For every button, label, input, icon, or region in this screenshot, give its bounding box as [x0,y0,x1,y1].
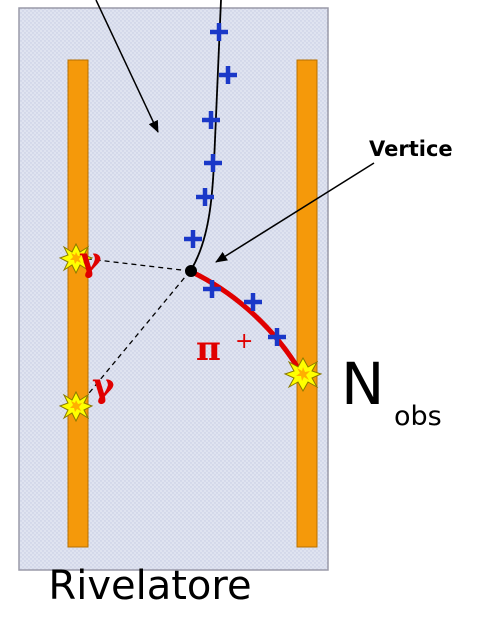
gamma-label-bottom: γ [92,369,114,403]
detector-layer-right [297,60,317,547]
flash-icon [285,358,321,391]
pion-charge-label: + [235,331,253,353]
nobs-label: N [341,355,384,413]
vertex-point [185,265,197,277]
flash-icon [60,392,92,421]
gamma-label-top: γ [79,243,101,277]
pion-label: π [196,332,221,366]
vertex-label: Vertice [369,139,453,160]
detector-box [19,8,328,570]
detector-layer-left [68,60,88,547]
nobs-subscript: obs [394,403,442,430]
detector-label: Rivelatore [0,566,300,606]
